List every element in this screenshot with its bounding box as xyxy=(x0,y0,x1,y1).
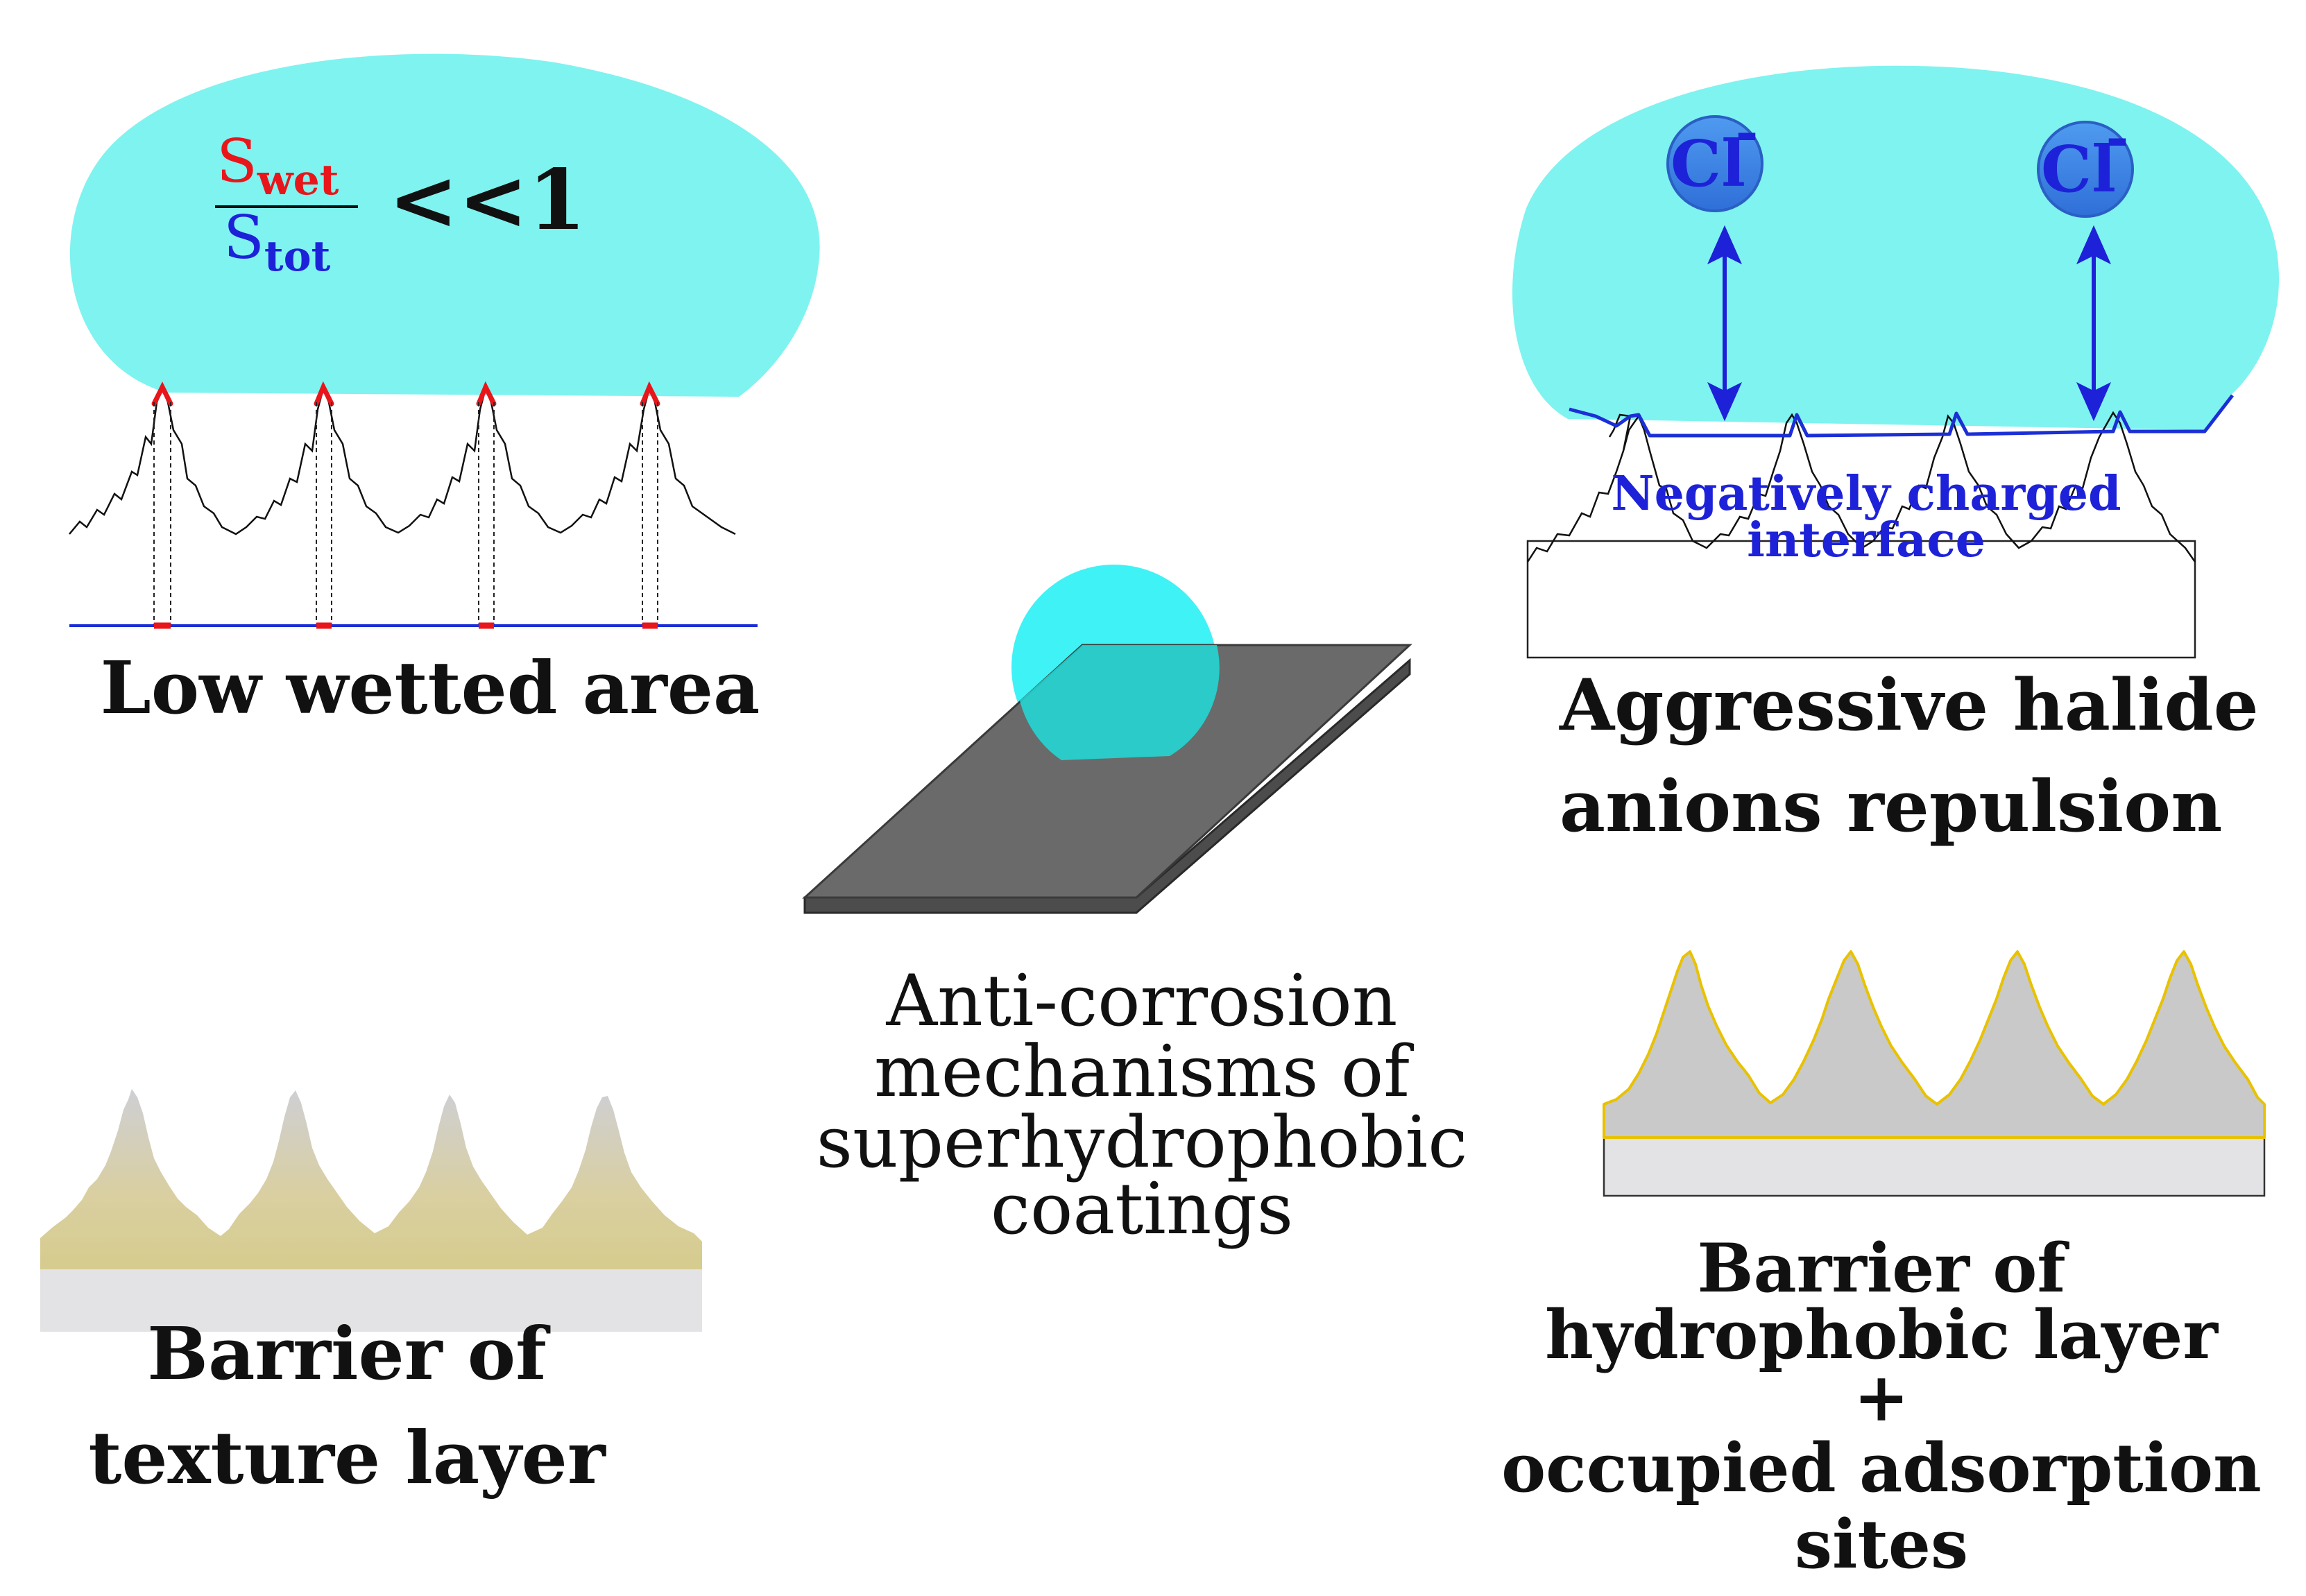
caption-halide-line1: Aggressive halide xyxy=(1559,664,2259,747)
plate-top xyxy=(802,644,1412,899)
chloride-ion-right: Cl - xyxy=(2037,105,2134,218)
panel-halide-repulsion: Cl - Cl - Negatively charged interface A… xyxy=(1512,65,2279,848)
texture-layer xyxy=(40,1089,702,1269)
caption-hydrophobic-line4: occupied adsorption xyxy=(1501,1429,2262,1507)
halide-rough-profile xyxy=(1526,411,2196,563)
ion-label: Cl xyxy=(1671,126,1745,201)
center-title-line4: coatings xyxy=(991,1168,1293,1251)
wetted-tips xyxy=(151,381,660,406)
fraction-numerator-sub: wet xyxy=(257,156,339,205)
repulsion-arrow-left xyxy=(1707,225,1743,422)
ion-charge: - xyxy=(2106,105,2128,170)
caption-hydrophobic-line3: + xyxy=(1854,1358,1909,1436)
repulsion-arrow-right xyxy=(2076,225,2112,422)
hydrophobic-layer xyxy=(1603,950,2266,1139)
center-title-line2: mechanisms of xyxy=(874,1031,1414,1113)
ion-label: Cl xyxy=(2041,132,2116,207)
caption-texture-line2: texture layer xyxy=(88,1415,606,1500)
caption-hydrophobic-line2: hydrophobic layer xyxy=(1545,1296,2219,1374)
panel-texture-barrier: Barrier of texture layer xyxy=(40,1089,702,1500)
droplet-intersection xyxy=(1020,645,1220,760)
charged-interface-line xyxy=(1569,394,2234,438)
substrate-box xyxy=(1526,540,2196,659)
interface-label-line2: interface xyxy=(1747,513,1985,568)
caption-texture-line1: Barrier of xyxy=(147,1311,551,1396)
ratio-comparison: <<1 xyxy=(388,151,586,249)
center-title-line1: Anti-corrosion xyxy=(886,960,1398,1042)
fraction-denominator-sub: tot xyxy=(264,232,331,281)
panel-hydrophobic-barrier: Barrier of hydrophobic layer + occupied … xyxy=(1501,950,2266,1584)
caption-hydrophobic-line5: sites xyxy=(1795,1505,1968,1584)
fraction-denominator: Stot xyxy=(223,203,331,281)
caption-hydrophobic-line1: Barrier of xyxy=(1697,1229,2069,1307)
chloride-ion-left: Cl - xyxy=(1666,99,1763,212)
caption-halide-line2: anions repulsion xyxy=(1560,765,2222,848)
panel-low-wetted-area: Swet Stot <<1 Low wetted area xyxy=(69,53,820,730)
texture-substrate xyxy=(40,1268,702,1332)
panel-center-droplet: Anti-corrosion mechanisms of superhydrop… xyxy=(802,565,1468,1251)
projection-lines xyxy=(153,402,658,624)
ion-charge: - xyxy=(1735,99,1758,164)
hydrophobic-substrate xyxy=(1603,1136,2266,1197)
caption-low-wetted-area: Low wetted area xyxy=(101,645,760,730)
fraction-numerator: Swet xyxy=(216,127,339,205)
center-title-line3: superhydrophobic xyxy=(817,1101,1468,1184)
halide-water-drop xyxy=(1512,65,2279,430)
rough-surface-profile xyxy=(69,386,736,535)
water-drop xyxy=(69,53,820,397)
interface-label-line1: Negatively charged xyxy=(1611,466,2121,522)
